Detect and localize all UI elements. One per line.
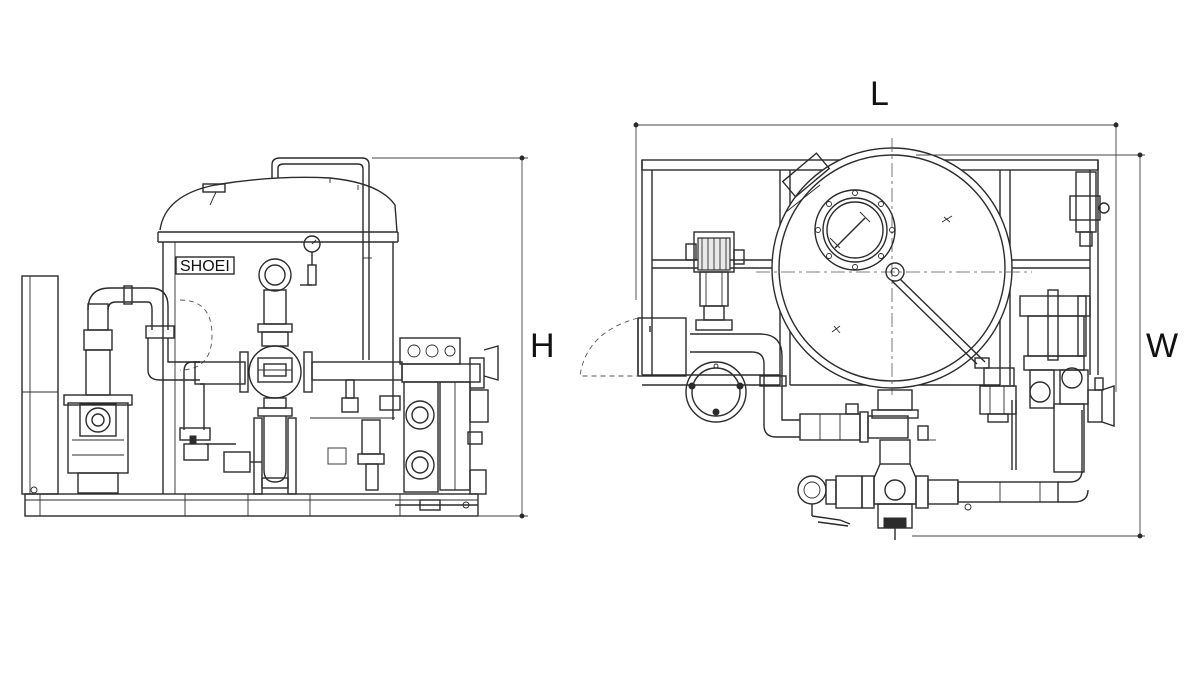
internal-pipe <box>831 215 990 369</box>
pressure-gauge <box>300 235 321 286</box>
multiport-valve <box>194 345 403 495</box>
control-panel <box>21 275 59 495</box>
discharge-pipe <box>797 410 1089 527</box>
front-view: SHOEI <box>21 155 555 519</box>
right-valve-cluster <box>1019 171 1115 473</box>
control-box <box>579 317 687 377</box>
top-nozzle <box>257 258 293 347</box>
vent-pipe <box>271 157 372 360</box>
drain-valve <box>179 361 262 473</box>
filter-tank: SHOEI <box>157 172 399 494</box>
motor-pump <box>685 231 747 423</box>
sample-valve <box>341 379 385 491</box>
dimension-l-label: L <box>870 75 889 113</box>
brand-label: SHOEI <box>180 258 230 275</box>
tank-top <box>756 138 1032 395</box>
dimension-w-label: W <box>1146 327 1178 365</box>
top-view: L W <box>579 75 1178 540</box>
left-pump <box>63 303 133 494</box>
suction-piping <box>690 333 909 443</box>
dimension-h-label: H <box>530 327 555 365</box>
right-pump-cluster <box>379 337 499 511</box>
tank-bottom <box>310 417 395 465</box>
dimension-h: H <box>372 155 555 519</box>
dimension-l: L <box>633 75 1119 392</box>
injection-unit <box>979 367 1017 470</box>
dimension-w: W <box>912 152 1178 539</box>
center-valve <box>871 389 936 540</box>
manhole <box>814 189 896 271</box>
